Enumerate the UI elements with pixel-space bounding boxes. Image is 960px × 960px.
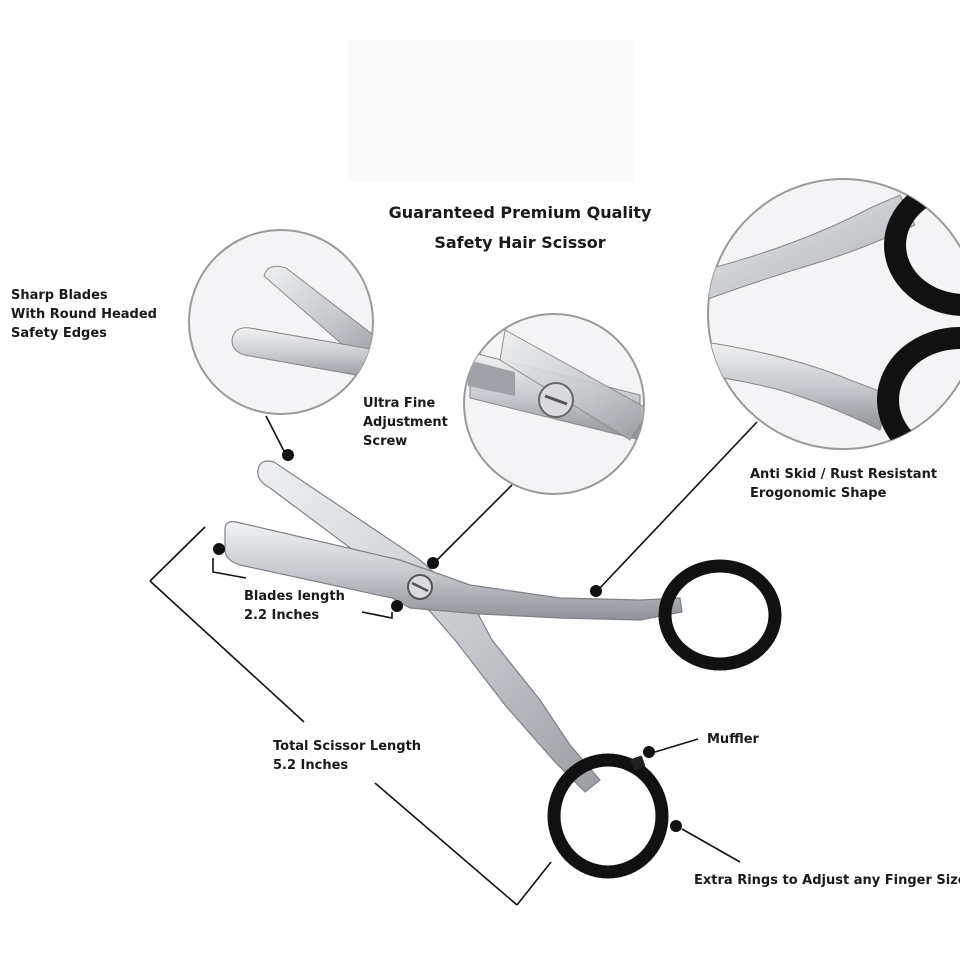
background-patch: [348, 40, 634, 182]
scissors-main: [224, 460, 782, 879]
callout-sharp-blades: Sharp Blades With Round Headed Safety Ed…: [11, 286, 157, 343]
callout-leader-sharp-blades: [265, 415, 294, 461]
callout-extra-rings: Extra Rings to Adjust any Finger Size: [694, 873, 960, 888]
callout-leader-total-length: [149, 526, 552, 906]
callout-blades-length: Blades length 2.2 Inches: [244, 587, 345, 625]
callout-sharp-blades-line-1: Sharp Blades: [11, 288, 108, 303]
zoom-circle-blade-tips: [188, 229, 374, 415]
callout-anti-skid-line-1: Anti Skid / Rust Resistant: [750, 467, 938, 482]
zoom-circle-handle: [707, 178, 960, 450]
title-line-2: Safety Hair Scissor: [434, 233, 606, 252]
title-line-1: Guaranteed Premium Quality: [388, 203, 652, 222]
callout-screw-line-3: Screw: [363, 434, 408, 449]
product-title: Guaranteed Premium Quality Safety Hair S…: [330, 198, 710, 258]
callout-leader-extra-rings: [670, 820, 741, 863]
callout-leader-muffler: [643, 738, 699, 758]
callout-anti-skid-line-2: Erogonomic Shape: [750, 486, 887, 501]
callout-blades-length-line-1: Blades length: [244, 589, 345, 604]
zoom-circle-screw: [463, 313, 645, 495]
callout-blades-length-line-2: 2.2 Inches: [244, 608, 320, 623]
callout-screw-line-1: Ultra Fine: [363, 396, 436, 411]
callout-leader-screw: [427, 484, 513, 569]
callout-muffler: Muffler: [707, 732, 759, 747]
callout-leader-blades-length: [212, 543, 403, 619]
callout-total-length-line-2: 5.2 Inches: [273, 758, 349, 773]
callout-adjustment-screw: Ultra Fine Adjustment Screw: [363, 394, 448, 451]
callout-leader-handle: [590, 421, 758, 597]
callout-screw-line-2: Adjustment: [363, 415, 448, 430]
callout-anti-skid: Anti Skid / Rust Resistant Erogonomic Sh…: [750, 465, 937, 503]
callout-sharp-blades-line-2: With Round Headed: [11, 307, 157, 322]
callout-total-length: Total Scissor Length 5.2 Inches: [273, 737, 421, 775]
callout-sharp-blades-line-3: Safety Edges: [11, 326, 107, 341]
callout-total-length-line-1: Total Scissor Length: [273, 739, 422, 754]
